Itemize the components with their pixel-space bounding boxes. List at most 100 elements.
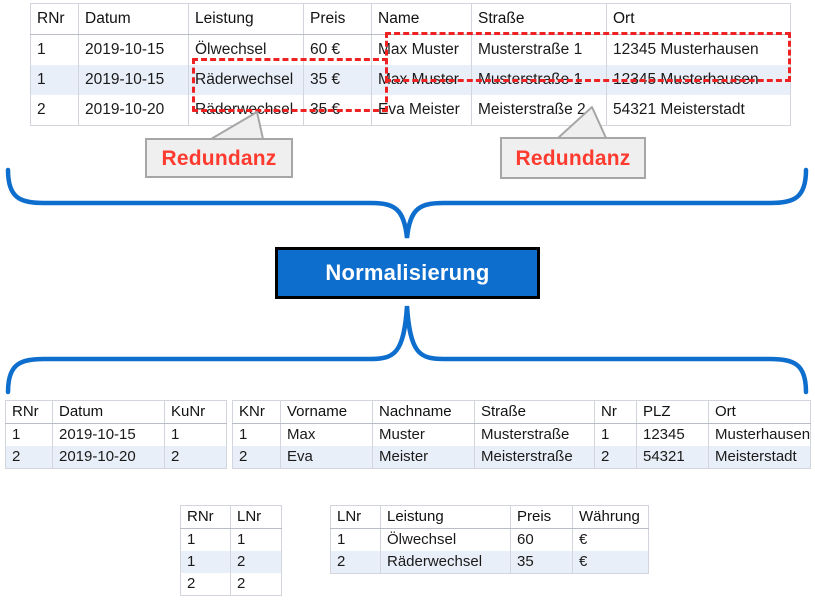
cell-datum: 2019-10-15 [78, 34, 189, 65]
cell-ort: 54321 Meisterstadt [606, 95, 791, 126]
column-header-kunr: KuNr [164, 400, 227, 424]
cell-preis: 35 € [303, 65, 372, 95]
cell-plz: 12345 [636, 423, 709, 446]
cell-strasse: Musterstraße 1 [471, 65, 607, 95]
cell-rnr: 2 [5, 446, 53, 469]
cell-vorname: Eva [280, 446, 373, 469]
table-row: 2 2019-10-20 2 [5, 446, 227, 469]
column-header-leistung: Leistung [188, 3, 304, 35]
table-header-row: RNr Datum KuNr [5, 400, 227, 424]
cell-plz: 54321 [636, 446, 709, 469]
denormalized-table: RNr Datum Leistung Preis Name Straße Ort… [30, 3, 791, 126]
cell-leistung: Ölwechsel [380, 528, 511, 551]
column-header-plz: PLZ [636, 400, 709, 424]
callout-label: Redundanz [515, 146, 631, 170]
cell-datum: 2019-10-15 [78, 65, 189, 95]
cell-strasse: Musterstraße 1 [471, 34, 607, 65]
cell-preis: 35 [510, 551, 573, 574]
table-row: 2 Räderwechsel 35 € [330, 551, 649, 574]
kunde-table: KNr Vorname Nachname Straße Nr PLZ Ort 1… [232, 400, 811, 469]
column-header-vorname: Vorname [280, 400, 373, 424]
table-row: 2 2 [180, 573, 282, 596]
column-header-datum: Datum [78, 3, 189, 35]
callout-label: Redundanz [161, 146, 277, 170]
column-header-name: Name [371, 3, 472, 35]
callout-redundanz-leistung: Redundanz [145, 110, 305, 180]
cell-nachname: Meister [372, 446, 475, 469]
column-header-leistung: Leistung [380, 505, 511, 529]
column-header-lnr: LNr [330, 505, 381, 529]
table-row: 1 Ölwechsel 60 € [330, 528, 649, 551]
column-header-rnr: RNr [180, 505, 231, 529]
cell-name: Max Muster [371, 34, 472, 65]
column-header-knr: KNr [232, 400, 281, 424]
cell-strasse: Meisterstraße [474, 446, 595, 469]
cell-knr: 2 [232, 446, 281, 469]
column-header-lnr: LNr [230, 505, 282, 529]
column-header-nr: Nr [594, 400, 637, 424]
callout-redundanz-kunde: Redundanz [500, 105, 660, 180]
column-header-nachname: Nachname [372, 400, 475, 424]
cell-kunr: 1 [164, 423, 227, 446]
cell-rnr: 2 [30, 95, 79, 126]
cell-lnr: 2 [330, 551, 381, 574]
cell-preis: 60 [510, 528, 573, 551]
cell-name: Max Muster [371, 65, 472, 95]
leistung-table: LNr Leistung Preis Währung 1 Ölwechsel 6… [330, 505, 649, 574]
table-row: 2 Eva Meister Meisterstraße 2 54321 Meis… [232, 446, 811, 469]
column-header-strasse: Straße [471, 3, 607, 35]
table-header-row: LNr Leistung Preis Währung [330, 505, 649, 529]
cell-nachname: Muster [372, 423, 475, 446]
column-header-rnr: RNr [30, 3, 79, 35]
column-header-rnr: RNr [5, 400, 53, 424]
table-row: 1 Max Muster Musterstraße 1 12345 Muster… [232, 423, 811, 446]
normalisierung-process-box: Normalisierung [275, 247, 540, 299]
column-header-ort: Ort [708, 400, 811, 424]
cell-lnr: 1 [330, 528, 381, 551]
column-header-preis: Preis [303, 3, 372, 35]
cell-rnr: 1 [180, 551, 231, 573]
cell-ort: Meisterstadt [708, 446, 811, 469]
cell-preis: 35 € [303, 95, 372, 126]
cell-vorname: Max [280, 423, 373, 446]
cell-leistung: Räderwechsel [380, 551, 511, 574]
cell-nr: 2 [594, 446, 637, 469]
cell-lnr: 2 [230, 551, 282, 573]
cell-datum: 2019-10-15 [52, 423, 165, 446]
cell-rnr: 1 [30, 65, 79, 95]
callout-bubble: Redundanz [145, 138, 293, 178]
cell-waehrung: € [572, 551, 649, 574]
table-row: 1 2019-10-15 1 [5, 423, 227, 446]
table-header-row: RNr Datum Leistung Preis Name Straße Ort [30, 3, 791, 35]
cell-ort: 12345 Musterhausen [606, 34, 791, 65]
column-header-datum: Datum [52, 400, 165, 424]
cell-lnr: 1 [230, 528, 282, 551]
lower-brace [5, 305, 809, 395]
cell-knr: 1 [232, 423, 281, 446]
column-header-preis: Preis [510, 505, 573, 529]
cell-rnr: 1 [30, 34, 79, 65]
cell-ort: 12345 Musterhausen [606, 65, 791, 95]
cell-strasse: Musterstraße [474, 423, 595, 446]
cell-ort: Musterhausen [708, 423, 811, 446]
upper-brace [5, 167, 809, 239]
cell-leistung: Räderwechsel [188, 65, 304, 95]
cell-datum: 2019-10-20 [52, 446, 165, 469]
callout-bubble: Redundanz [500, 137, 646, 179]
cell-rnr: 1 [180, 528, 231, 551]
cell-preis: 60 € [303, 34, 372, 65]
cell-kunr: 2 [164, 446, 227, 469]
table-row: 1 1 [180, 528, 282, 551]
rechnung-leistung-table: RNr LNr 1 1 1 2 2 2 [180, 505, 282, 596]
cell-name: Eva Meister [371, 95, 472, 126]
cell-rnr: 2 [180, 573, 231, 596]
column-header-strasse: Straße [474, 400, 595, 424]
normalisierung-label: Normalisierung [325, 260, 490, 285]
column-header-waehrung: Währung [572, 505, 649, 529]
cell-rnr: 1 [5, 423, 53, 446]
table-header-row: RNr LNr [180, 505, 282, 529]
cell-waehrung: € [572, 528, 649, 551]
table-row: 1 2019-10-15 Räderwechsel 35 € Max Muste… [30, 65, 791, 95]
table-row: 1 2 [180, 551, 282, 573]
